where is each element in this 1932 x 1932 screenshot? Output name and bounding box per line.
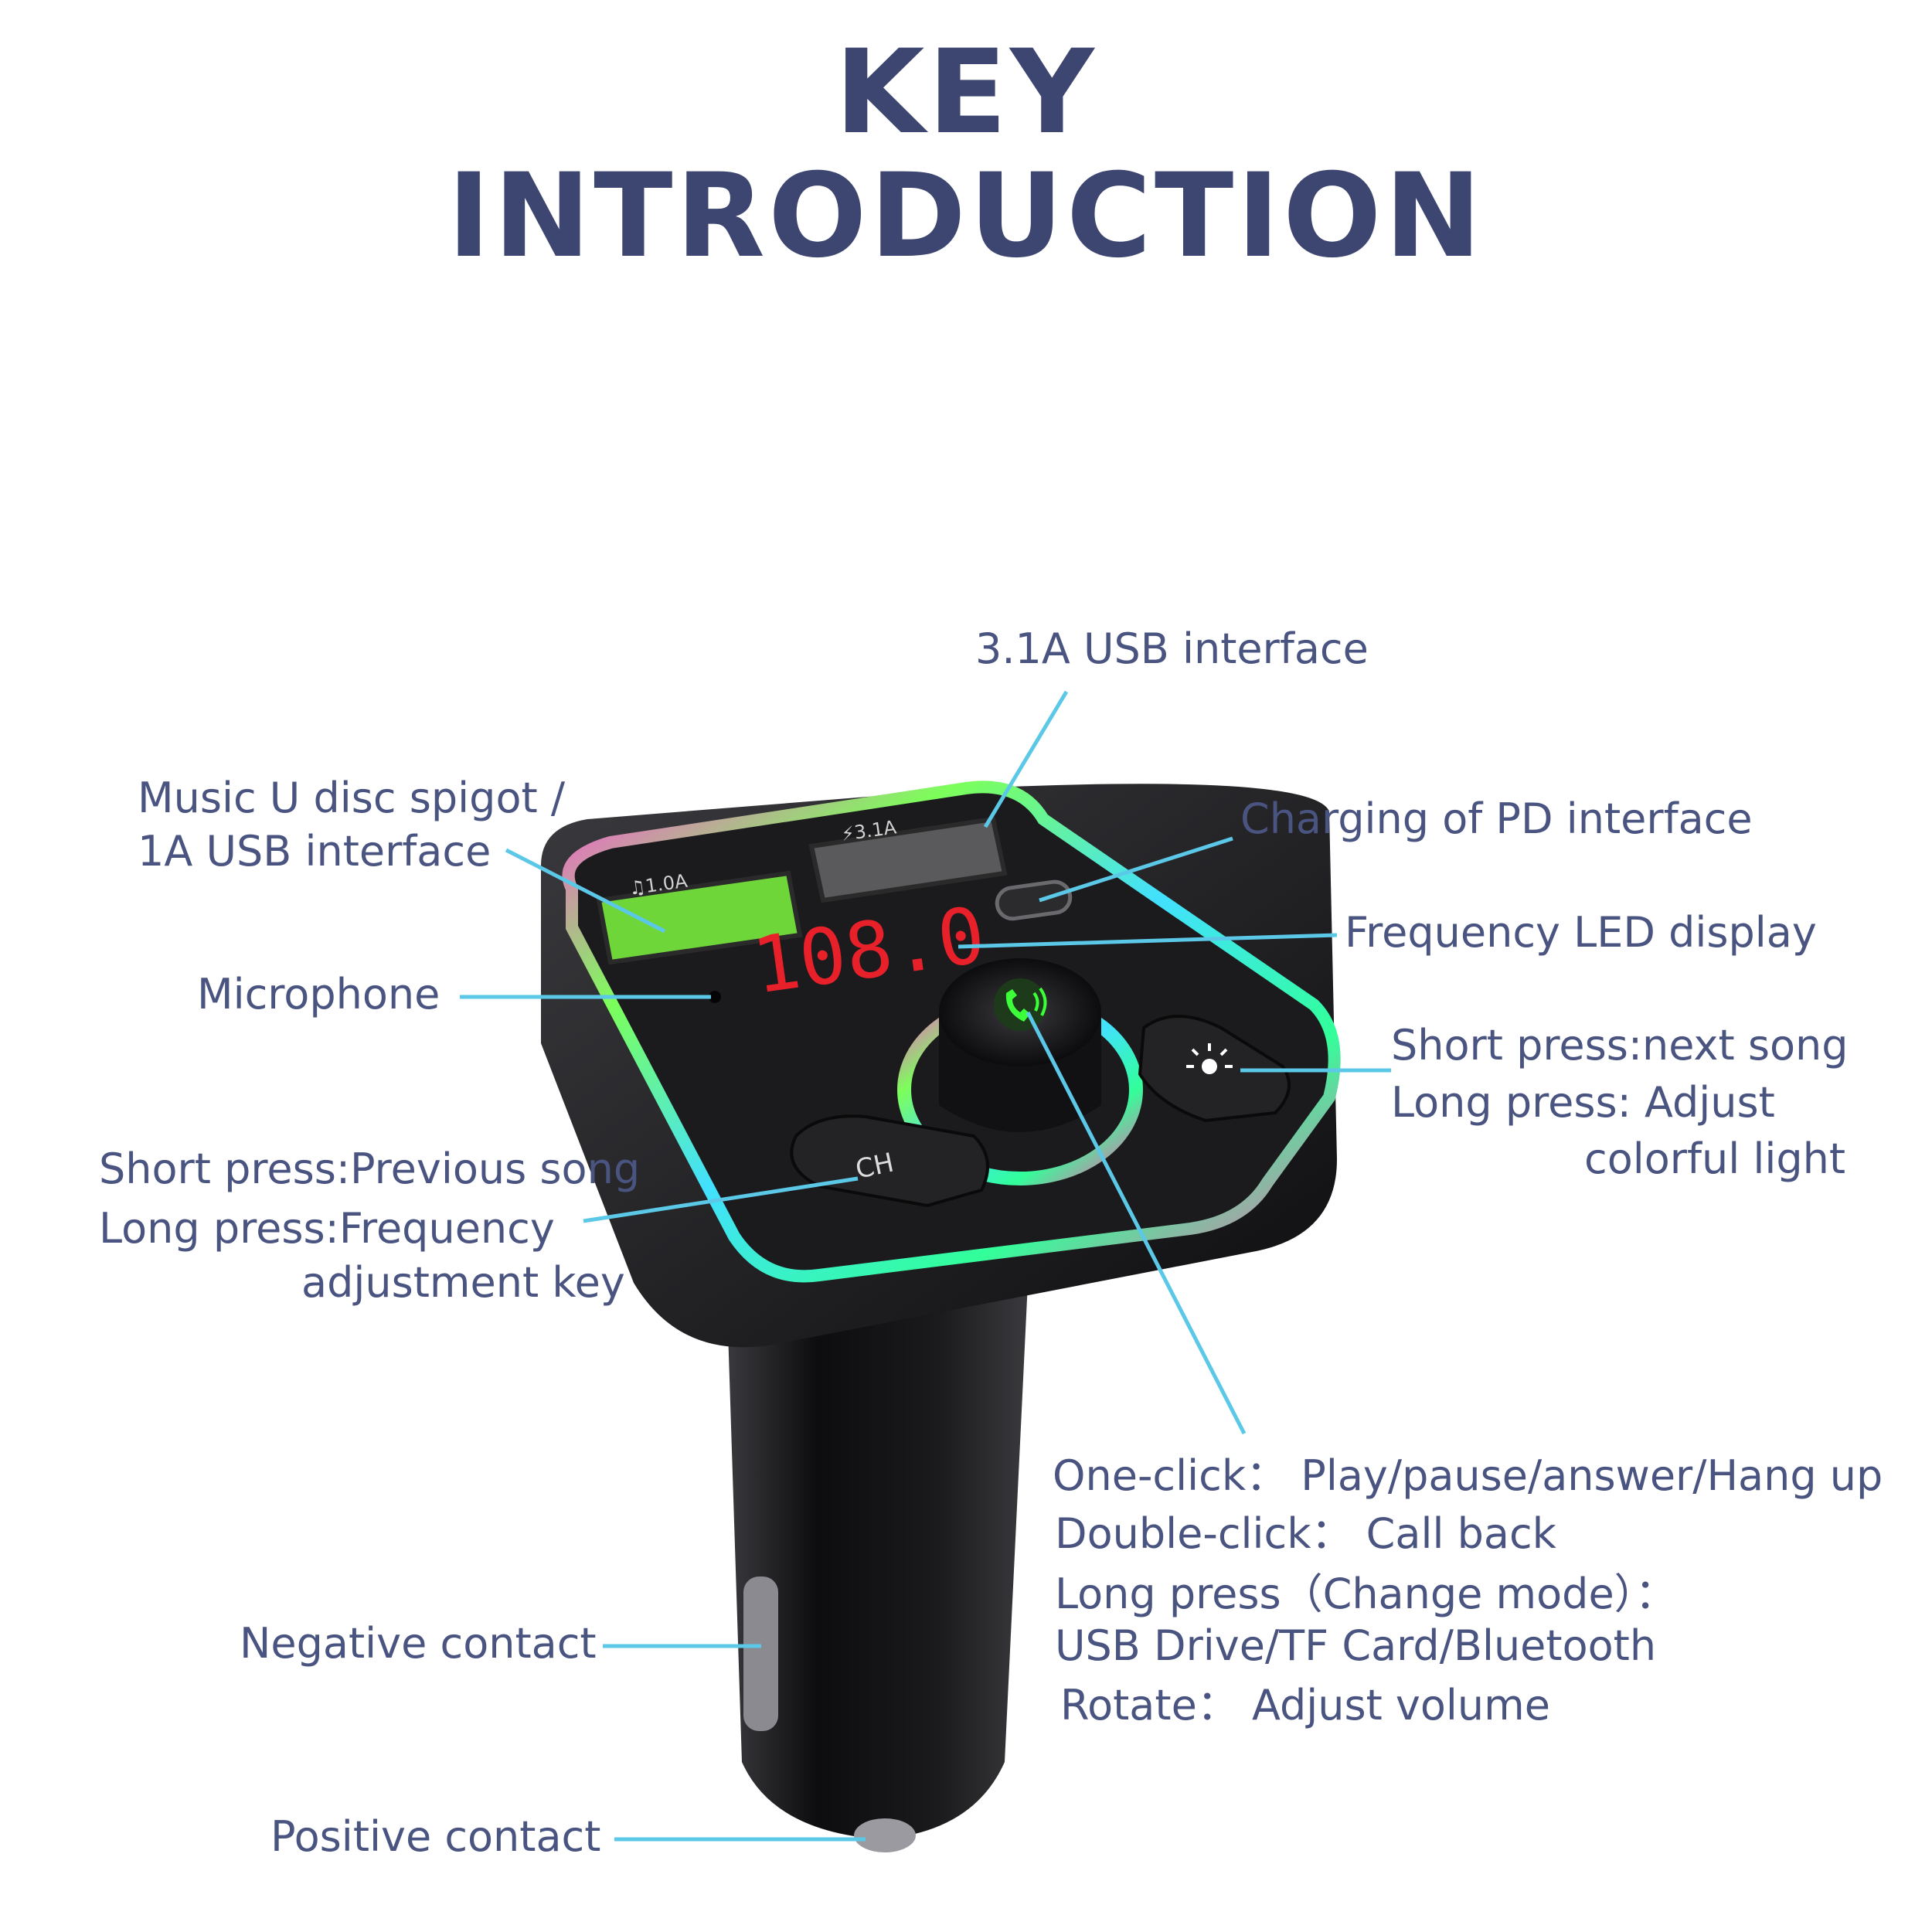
title-line-1: KEY (835, 26, 1097, 160)
title-line-2: INTRODUCTION (447, 149, 1485, 284)
leader-pd (1039, 836, 1233, 903)
label-next-line3: colorful light (1584, 1134, 1846, 1183)
microphone-hole (709, 991, 721, 1003)
label-prev-line2: Long press:Frequency (99, 1204, 555, 1253)
label-pd: Charging of PD interface (1240, 794, 1753, 843)
negative-contact-spring (743, 1577, 778, 1731)
label-knob-line4: USB Drive/TF Card/Bluetooth (1055, 1621, 1657, 1670)
leader-usb31 (983, 690, 1069, 828)
ch-button[interactable] (790, 1114, 989, 1208)
leader-led (957, 933, 1338, 949)
label-next-line1: Short press:next song (1391, 1021, 1849, 1070)
label-knob-line3: Long press（Change mode）： (1055, 1570, 1677, 1618)
label-usb31: 3.1A USB interface (975, 624, 1369, 673)
label-music-line2: 1A USB interface (138, 827, 492, 876)
rgb-light-ring (562, 781, 1341, 1283)
usb-c-port (995, 879, 1073, 921)
label-positive: Positive contact (270, 1812, 601, 1861)
label-led: Frequency LED display (1345, 908, 1817, 957)
phone-icon[interactable] (994, 978, 1047, 1031)
label-mic: Microphone (197, 970, 440, 1019)
leader-knob (1026, 1011, 1247, 1435)
label-knob-line5: Rotate： Adjust volume (1060, 1681, 1550, 1730)
plug-barrel (726, 1283, 1028, 1839)
label-knob-line1: One-click： Play/pause/answer/Hang up (1053, 1451, 1883, 1500)
usb-1a-port (596, 870, 803, 965)
label-next-line2: Long press: Adjust (1391, 1078, 1775, 1127)
leader-music (505, 848, 666, 934)
label-negative: Negative contact (240, 1619, 597, 1668)
leader-prev (583, 1176, 859, 1223)
positive-contact-tip (854, 1818, 916, 1852)
leader-lines (460, 690, 1391, 1842)
label-prev-line3: adjustment key (301, 1258, 625, 1307)
lightbulb-icon (1186, 1043, 1233, 1074)
usb-31a-port (808, 816, 1008, 903)
label-knob-line2: Double-click： Call back (1055, 1509, 1556, 1558)
label-prev-line1: Short press:Previous song (99, 1145, 641, 1193)
label-music-line1: Music U disc spigot / (138, 774, 566, 822)
